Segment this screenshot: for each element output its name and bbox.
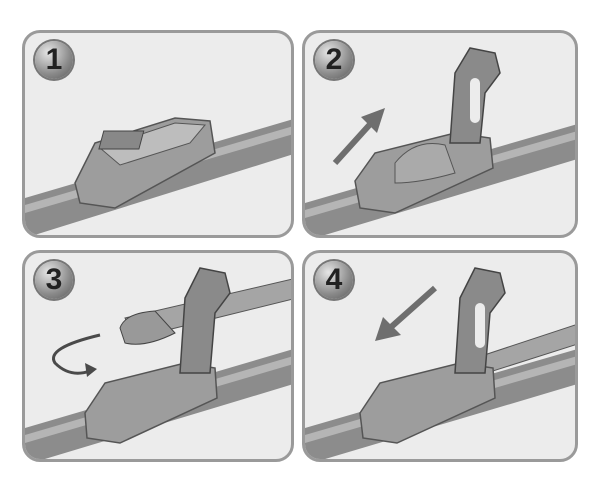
step-number-badge: 1 bbox=[35, 41, 73, 79]
arrow-down-left-icon bbox=[388, 285, 437, 331]
step-4-panel: 4 bbox=[302, 250, 578, 462]
wiper-adapter-illustration-1 bbox=[25, 117, 291, 235]
step-number-badge: 3 bbox=[35, 261, 73, 299]
step-2-panel: 2 bbox=[302, 30, 578, 238]
step-1-panel: 1 bbox=[22, 30, 294, 238]
step-number-badge: 2 bbox=[315, 41, 353, 79]
step-number-badge: 4 bbox=[315, 261, 353, 299]
wiper-adapter-illustration-3 bbox=[25, 267, 291, 459]
step-3-panel: 3 bbox=[22, 250, 294, 462]
arrow-up-right-icon bbox=[332, 118, 376, 166]
rotate-arrow-icon bbox=[52, 333, 101, 375]
wiper-adapter-illustration-2 bbox=[305, 47, 575, 235]
wiper-adapter-illustration-4 bbox=[305, 267, 575, 459]
